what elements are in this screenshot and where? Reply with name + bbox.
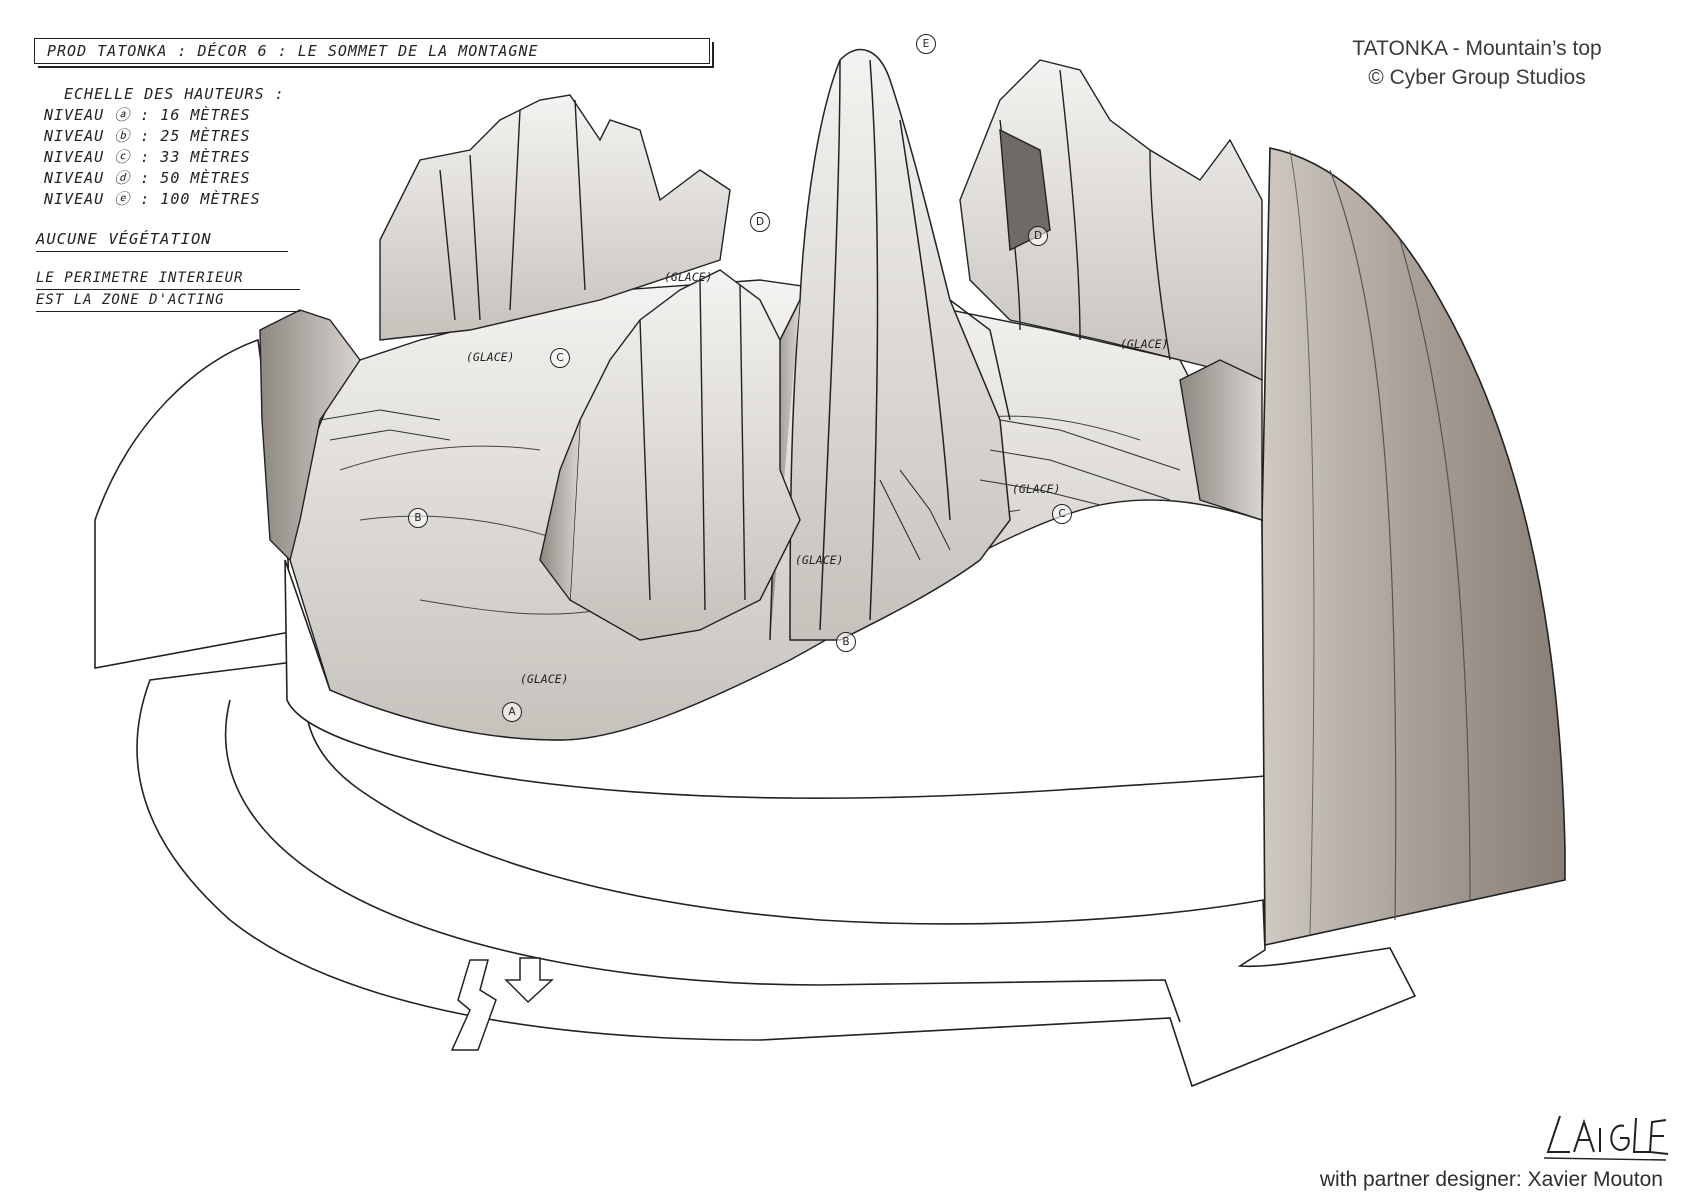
perimeter-line-1: LE PERIMETRE INTERIEUR [36, 268, 300, 290]
scale-row-e: NIVEAU ⓔ : 100 MÈTRES [44, 190, 261, 208]
level-marker-c2: C [1052, 504, 1072, 524]
glace-label-2: (GLACE) [664, 270, 713, 284]
level-marker-b2: B [836, 632, 856, 652]
perimeter-line-2: EST LA ZONE D'ACTING [36, 290, 300, 312]
credit-block: TATONKA - Mountain’s top © Cyber Group S… [1297, 34, 1657, 92]
title-box: PROD TATONKA : DÉCOR 6 : LE SOMMET DE LA… [34, 38, 710, 64]
level-marker-c: C [550, 348, 570, 368]
page-title: PROD TATONKA : DÉCOR 6 : LE SOMMET DE LA… [47, 42, 539, 60]
scale-heading: ECHELLE DES HAUTEURS : [64, 85, 285, 103]
glace-label-5: (GLACE) [795, 553, 844, 567]
mid-peaks [539, 269, 801, 641]
scale-row-d: NIVEAU ⓓ : 50 MÈTRES [44, 169, 251, 187]
credit-copyright: © Cyber Group Studios [1368, 66, 1586, 89]
level-marker-e: E [916, 34, 936, 54]
level-marker-d2: D [1028, 226, 1048, 246]
level-marker-d: D [750, 212, 770, 232]
vegetation-note: AUCUNE VÉGÉTATION [36, 230, 288, 252]
perimeter-note: LE PERIMETRE INTERIEUR EST LA ZONE D'ACT… [36, 268, 300, 312]
right-cliff [1261, 147, 1566, 946]
base-ring [94, 338, 1417, 1088]
glace-label-6: (GLACE) [520, 672, 569, 686]
glace-label-1: (GLACE) [466, 350, 515, 364]
compass-arrow [450, 957, 554, 1051]
glace-label-4: (GLACE) [1012, 482, 1061, 496]
artist-signature [1543, 1115, 1669, 1161]
terraces [319, 409, 1181, 561]
credit-title: TATONKA - Mountain’s top [1352, 37, 1602, 60]
scale-row-c: NIVEAU ⓒ : 33 MÈTRES [44, 148, 251, 166]
left-peaks [259, 94, 731, 562]
right-peaks [959, 59, 1263, 521]
scale-row-b: NIVEAU ⓑ : 25 MÈTRES [44, 127, 251, 145]
scale-row-a: NIVEAU ⓐ : 16 MÈTRES [44, 106, 251, 124]
level-marker-b: B [408, 508, 428, 528]
level-marker-a: A [502, 702, 522, 722]
glace-label-3: (GLACE) [1120, 337, 1169, 351]
height-scale-legend: ECHELLE DES HAUTEURS : NIVEAU ⓐ : 16 MÈT… [44, 84, 285, 210]
partner-credit: with partner designer: Xavier Mouton [1319, 1168, 1663, 1191]
